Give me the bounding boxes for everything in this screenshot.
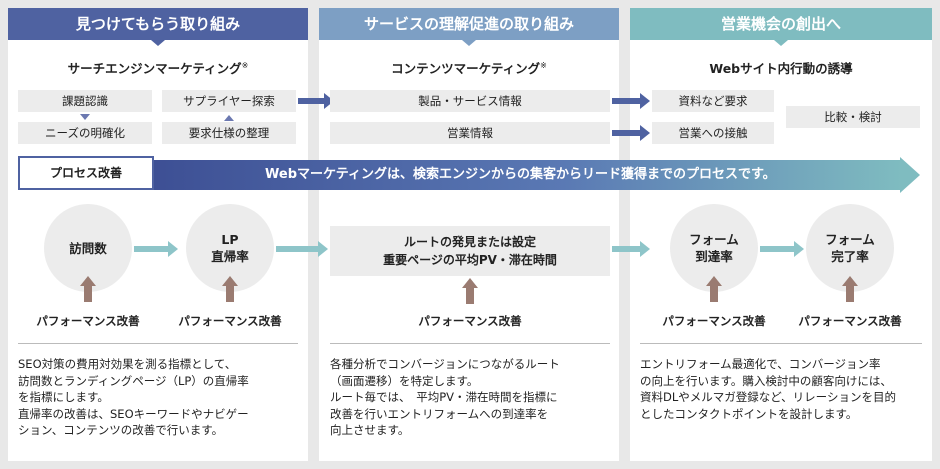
process-label: プロセス改善 [18,156,154,190]
arrow-right-icon [298,93,334,109]
improve-label: パフォーマンス改善 [36,314,140,328]
divider [330,343,610,344]
description-find: SEO対策の費用対効果を測る指標として、訪問数とランディングページ（LP）の直帰… [18,357,249,437]
arrow-right-icon [760,241,804,257]
improve-label: パフォーマンス改善 [798,314,902,328]
arrow-right-icon [134,241,178,257]
step-product-info: 製品・サービス情報 [330,90,610,112]
divider [640,343,922,344]
step-supplier: サプライヤー探索 [162,90,296,112]
description-opportunity: エントリフォーム最適化で、コンバージョン率の向上を行います。購入検討中の顧客向け… [640,357,896,421]
down-triangle-icon [80,114,90,120]
up-arrow-icon [842,276,858,302]
step-youkyu: 要求仕様の整理 [162,122,296,144]
up-arrow-icon [706,276,722,302]
step-shiryou: 資料など要求 [652,90,774,112]
up-arrow-icon [222,276,238,302]
step-needs: ニーズの明確化 [18,122,152,144]
divider [18,343,298,344]
banner-arrowhead [900,157,920,193]
step-sales-info: 営業情報 [330,122,610,144]
improve-label: パフォーマンス改善 [178,314,282,328]
column-title: 見つけてもらう取り組み [8,8,308,40]
arrow-right-icon [612,93,650,109]
column-subtitle: サーチエンジンマーケティング※ [67,60,249,76]
arrow-right-icon [612,241,650,257]
improve-label: パフォーマンス改善 [662,314,766,328]
description-understand: 各種分析でコンバージョンにつながるルート（画面遷移）を特定します。ルート毎では、… [330,357,560,437]
arrow-right-icon [276,241,328,257]
improve-label: パフォーマンス改善 [418,314,522,328]
step-eigyou: 営業への接触 [652,122,774,144]
step-kadai: 課題認識 [18,90,152,112]
arrow-right-icon [612,125,650,141]
up-arrow-icon [80,276,96,302]
banner-text: Webマーケティングは、検索エンジンからの集客からリード獲得までのプロセスです。 [265,167,776,182]
process-banner [150,160,902,190]
column-title: 営業機会の創出へ [630,8,932,40]
column-title: サービスの理解促進の取り組み [319,8,619,40]
column-subtitle: Webサイト内行動の誘導 [709,61,853,76]
up-arrow-icon [462,278,478,304]
column-subtitle: コンテンツマーケティング※ [391,60,547,76]
kpi-route: ルートの発見または設定重要ページの平均PV・滞在時間 [330,226,610,276]
step-hikaku: 比較・検討 [786,106,920,128]
up-triangle-icon [224,115,234,121]
